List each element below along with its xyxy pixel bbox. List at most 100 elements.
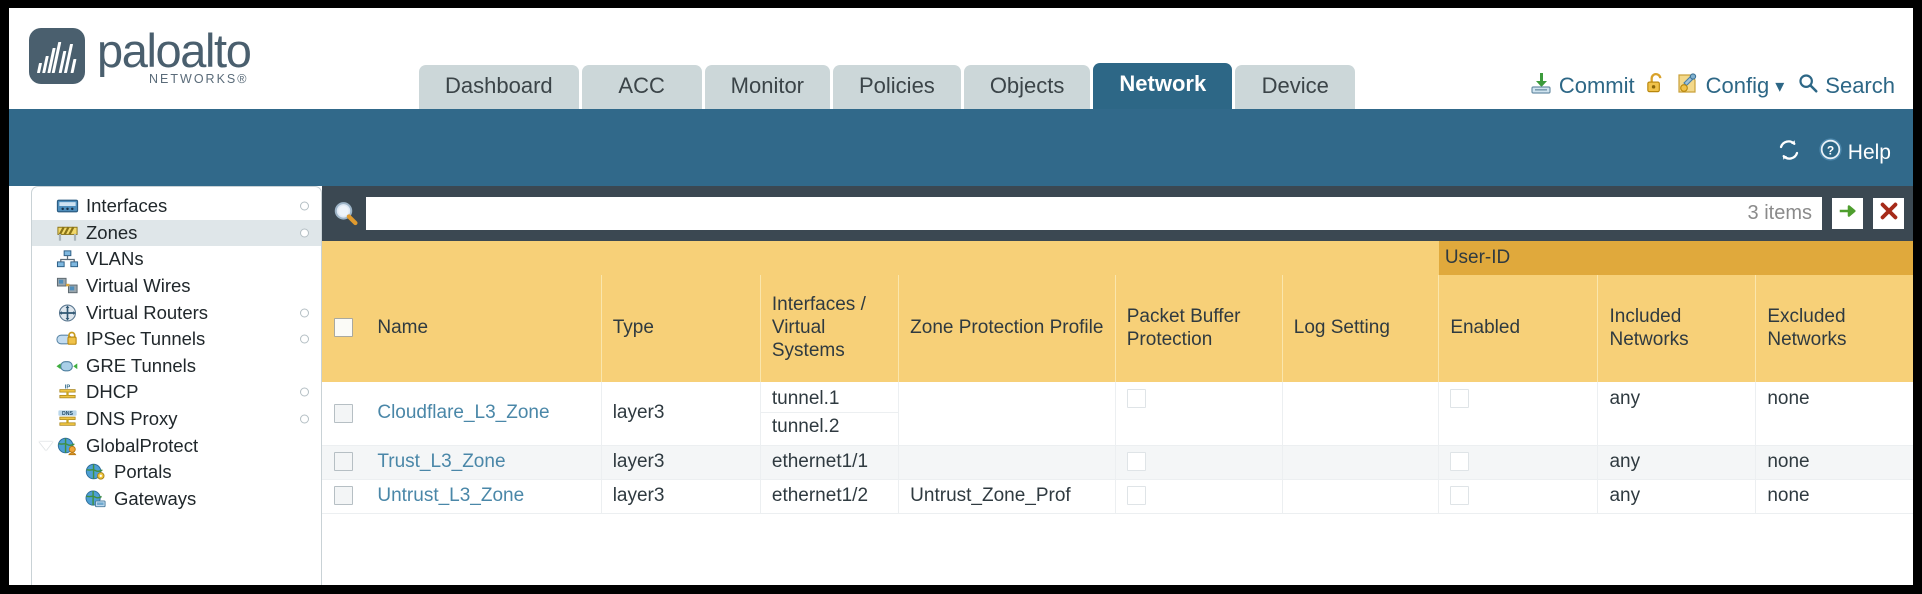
column-header-log-setting[interactable]: Log Setting (1282, 275, 1440, 382)
search-button[interactable]: Search (1797, 72, 1895, 100)
sidebar-status-dot (300, 308, 309, 318)
brand-name: paloalto (97, 24, 252, 77)
search-icon[interactable] (331, 199, 361, 229)
dhcp-icon: IP (56, 382, 79, 402)
commit-button[interactable]: Commit (1529, 71, 1635, 101)
gre-tunnels-icon (56, 356, 79, 376)
header-actions: Commit (1529, 71, 1895, 101)
brand-logo: paloalto NETWORKS® (29, 24, 252, 86)
sidebar-item-interfaces[interactable]: Interfaces (32, 193, 321, 220)
interfaces-icon (56, 196, 79, 216)
cell-zone-protection-profile (898, 382, 1116, 446)
sidebar-item-label: Virtual Wires (86, 275, 191, 297)
tab-network[interactable]: Network (1093, 63, 1233, 109)
sidebar-item-portals[interactable]: Portals (32, 459, 321, 486)
search-input[interactable] (367, 199, 1748, 228)
column-header-userid-enabled[interactable]: Enabled (1438, 275, 1599, 382)
tab-objects[interactable]: Objects (963, 65, 1091, 109)
tab-monitor[interactable]: Monitor (704, 65, 830, 109)
sidebar-status-dot (300, 201, 309, 211)
sub-header-actions: ? Help (1776, 137, 1891, 168)
table-row[interactable]: Cloudflare_L3_Zone layer3 tunnel.1 tunne… (322, 382, 1913, 446)
tab-policies[interactable]: Policies (833, 65, 961, 109)
sidebar-item-label: Gateways (114, 487, 197, 509)
column-header-type[interactable]: Type (601, 275, 761, 382)
column-header-included-networks[interactable]: Included Networks (1597, 275, 1757, 382)
sidebar-item-label: Virtual Routers (86, 301, 209, 323)
cell-log-setting (1282, 445, 1440, 480)
apply-filter-button[interactable] (1832, 198, 1863, 229)
sidebar-item-label: DNS Proxy (86, 408, 178, 430)
row-checkbox[interactable] (334, 486, 353, 506)
unlock-button[interactable] (1644, 71, 1667, 101)
sidebar-item-vlans[interactable]: VLANs (32, 246, 321, 273)
zone-name-link[interactable]: Trust_L3_Zone (377, 451, 506, 472)
sidebar-item-dhcp[interactable]: IP DHCP (32, 379, 321, 406)
sidebar-status-dot (300, 334, 309, 344)
sidebar-item-label: DHCP (86, 381, 139, 403)
help-label: Help (1847, 140, 1891, 164)
table-row[interactable]: Untrust_L3_Zone layer3 ethernet1/2 Untru… (322, 479, 1913, 514)
config-label: Config (1705, 73, 1770, 98)
sidebar-item-gre-tunnels[interactable]: GRE Tunnels (32, 353, 321, 380)
column-header-name[interactable]: Name (366, 275, 602, 382)
row-checkbox[interactable] (334, 452, 353, 472)
cell-type: layer3 (601, 382, 761, 446)
cell-type: layer3 (601, 479, 761, 514)
packet-buffer-protection-checkbox[interactable] (1126, 486, 1146, 506)
collapse-caret-icon[interactable] (39, 441, 53, 451)
packet-buffer-protection-checkbox[interactable] (1126, 452, 1146, 472)
chevron-down-icon[interactable]: ▾ (1775, 75, 1785, 96)
column-header-excluded-networks[interactable]: Excluded Networks (1755, 275, 1913, 382)
sidebar-status-dot (300, 228, 309, 238)
table-row[interactable]: Trust_L3_Zone layer3 ethernet1/1 any (322, 445, 1913, 480)
sidebar-item-gateways[interactable]: Gateways (32, 486, 321, 513)
cell-interfaces: ethernet1/1 (760, 445, 900, 480)
globalprotect-icon (56, 436, 79, 456)
table-header-row: Name Type Interfaces / Virtual Systems Z… (322, 275, 1913, 382)
sidebar-item-label: GlobalProtect (86, 434, 199, 456)
userid-enabled-checkbox[interactable] (1450, 486, 1470, 506)
search-label: Search (1825, 73, 1895, 98)
zone-name-link[interactable]: Cloudflare_L3_Zone (377, 402, 550, 424)
column-header-zone-protection-profile[interactable]: Zone Protection Profile (898, 275, 1116, 382)
dns-proxy-icon: DNS (56, 409, 79, 429)
sidebar-item-globalprotect[interactable]: GlobalProtect (32, 432, 321, 459)
search-input-wrapper[interactable]: 3 items (366, 197, 1822, 230)
cell-userid-enabled (1438, 445, 1599, 480)
cell-excluded-networks: none (1755, 445, 1913, 480)
sidebar-item-zones[interactable]: Zones (32, 219, 321, 247)
column-header-interfaces[interactable]: Interfaces / Virtual Systems (760, 275, 900, 382)
column-header-packet-buffer-protection[interactable]: Packet Buffer Protection (1115, 275, 1283, 382)
sidebar-status-dot (300, 414, 309, 424)
row-checkbox[interactable] (334, 403, 353, 423)
sidebar-status-dot (300, 387, 309, 397)
refresh-button[interactable] (1776, 138, 1802, 168)
userid-enabled-checkbox[interactable] (1450, 389, 1470, 409)
zones-table-container: User-ID Name Type Interfaces / Virtual S… (322, 241, 1913, 585)
tab-acc[interactable]: ACC (581, 65, 702, 109)
cell-type: layer3 (601, 445, 761, 480)
sidebar-item-ipsec-tunnels[interactable]: IPSec Tunnels (32, 326, 321, 353)
clear-filter-button[interactable] (1873, 198, 1904, 229)
tab-device[interactable]: Device (1235, 65, 1356, 109)
select-all-checkbox[interactable] (334, 318, 353, 338)
config-menu-button[interactable]: Config ▾ (1676, 71, 1785, 101)
zones-content-panel: 3 items (322, 186, 1913, 585)
gateways-icon (84, 489, 107, 509)
interface-entry: tunnel.2 (771, 416, 840, 438)
help-question-icon: ? (1818, 137, 1843, 168)
zone-name-link[interactable]: Untrust_L3_Zone (377, 485, 525, 506)
sidebar-item-dns-proxy[interactable]: DNS DNS Proxy (32, 406, 321, 433)
sidebar-item-virtual-routers[interactable]: Virtual Routers (32, 299, 321, 326)
ipsec-tunnels-icon (56, 329, 79, 349)
portals-icon (84, 462, 107, 482)
help-button[interactable]: ? Help (1818, 137, 1891, 168)
tab-dashboard[interactable]: Dashboard (419, 65, 579, 109)
userid-enabled-checkbox[interactable] (1450, 452, 1470, 472)
cell-log-setting (1282, 382, 1440, 446)
cell-packet-buffer-protection (1115, 445, 1283, 480)
sidebar-item-virtual-wires[interactable]: Virtual Wires (32, 273, 321, 300)
packet-buffer-protection-checkbox[interactable] (1126, 389, 1146, 409)
